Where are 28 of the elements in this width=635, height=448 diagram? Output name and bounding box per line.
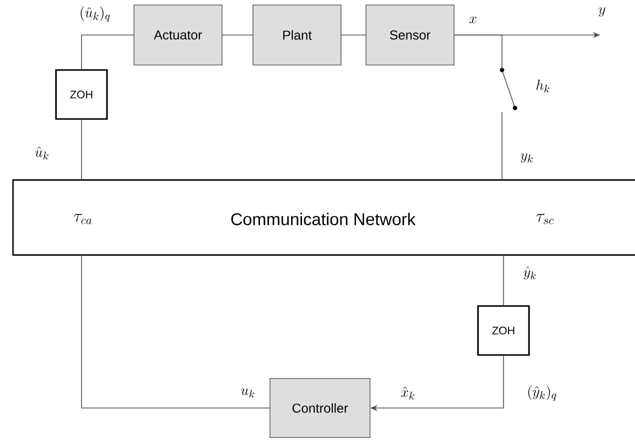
delay-label: $\tau_{sc}$ — [536, 214, 554, 224]
process-box: Actuator — [134, 4, 222, 66]
switch-label: $h_k$ — [536, 80, 550, 92]
connector-line — [341, 34, 366, 36]
switch-symbol — [500, 68, 518, 110]
edge-label: $\hat{u}_k$ — [35, 146, 48, 160]
edge-label: $y$ — [598, 7, 606, 17]
network-label: Communication Network — [231, 212, 416, 226]
signal-label: $\hat{x}_k$ — [401, 386, 414, 400]
connector-line — [454, 34, 502, 70]
edge-label: $(\hat{y}_k)_q$ — [528, 385, 556, 401]
process-box: Controller — [270, 378, 370, 438]
edge-label: $u_k$ — [241, 388, 254, 398]
signal-label: $x$ — [469, 16, 476, 24]
connector-line — [81, 254, 270, 408]
connector-line — [81, 34, 134, 70]
zoh-box: ZOH — [477, 305, 530, 356]
edge-label: $(\hat{u}_k)_q$ — [80, 6, 110, 22]
zoh-box: ZOH — [55, 69, 108, 120]
delay-label: $\tau_{ca}$ — [74, 214, 92, 224]
edge-label: $y_k$ — [520, 153, 533, 163]
connector-line — [81, 119, 82, 180]
connector-line — [222, 34, 253, 36]
connector-line — [503, 254, 504, 306]
edge-label: $\hat{y}_k$ — [524, 266, 536, 280]
network-band — [12, 179, 635, 256]
process-box: Plant — [252, 4, 342, 66]
process-box: Sensor — [366, 4, 454, 66]
